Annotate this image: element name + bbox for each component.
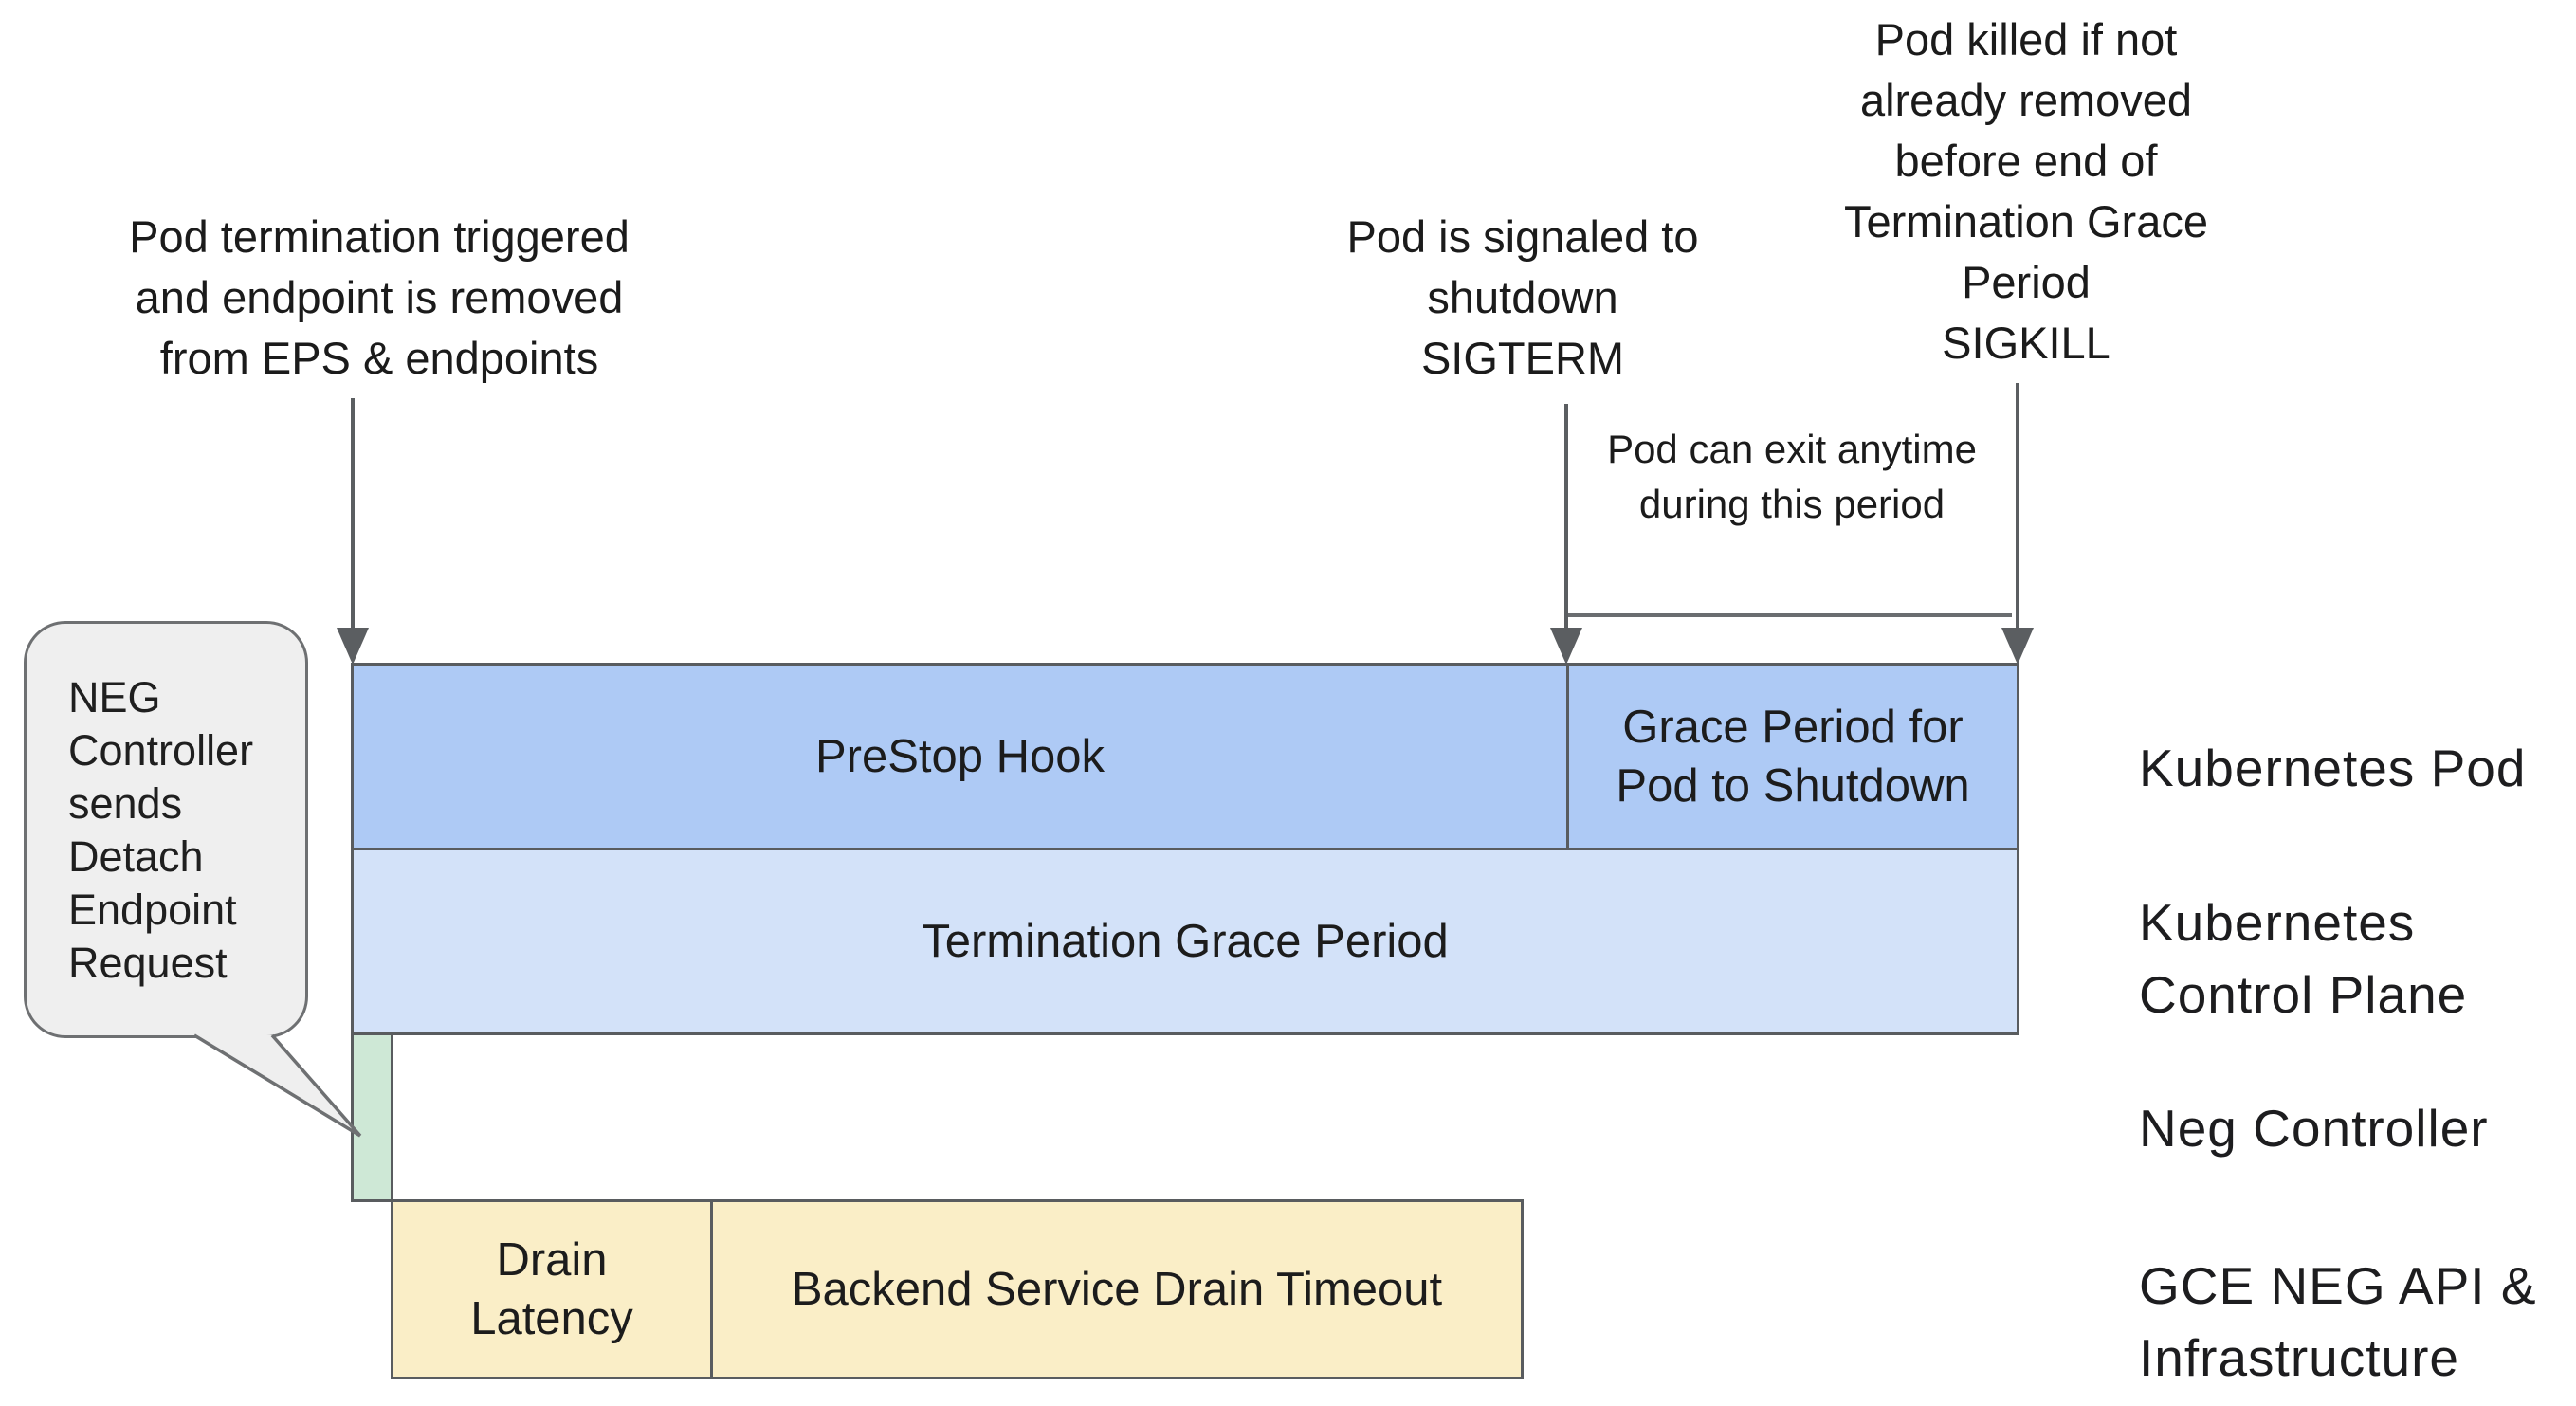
annotation-sigterm: Pod is signaled to shutdown SIGTERM xyxy=(1346,211,1699,383)
bar-backend-drain-timeout-label: Backend Service Drain Timeout xyxy=(791,1264,1443,1315)
bar-neg-detach xyxy=(351,1032,393,1202)
bar-backend-drain-timeout: Backend Service Drain Timeout xyxy=(710,1199,1524,1379)
bar-grace-period: Grace Period for Pod to Shutdown xyxy=(1566,663,2019,850)
lane-label-kubernetes-control-plane: Kubernetes Control Plane xyxy=(2139,893,2468,1024)
bar-termination-grace-period: Termination Grace Period xyxy=(351,848,2019,1035)
callout-bubble: NEG Controller sends Detach Endpoint Req… xyxy=(24,621,308,1038)
pod-termination-arrow xyxy=(337,398,369,665)
bar-grace-period-label: Grace Period for Pod to Shutdown xyxy=(1616,702,1970,812)
callout-text: NEG Controller sends Detach Endpoint Req… xyxy=(68,673,254,987)
bar-drain-latency-label: Drain Latency xyxy=(470,1234,633,1344)
lane-label-neg-controller: Neg Controller xyxy=(2139,1099,2489,1158)
bar-prestop-hook: PreStop Hook xyxy=(351,663,1569,850)
annotation-pod-termination: Pod termination triggered and endpoint i… xyxy=(129,211,630,383)
callout-tail xyxy=(193,1033,362,1138)
bar-prestop-hook-label: PreStop Hook xyxy=(814,731,1105,782)
note-pod-can-exit: Pod can exit anytime during this period xyxy=(1607,427,1977,526)
bar-drain-latency: Drain Latency xyxy=(391,1199,713,1379)
lane-label-kubernetes-pod: Kubernetes Pod xyxy=(2139,739,2527,797)
lane-label-gce-neg-api: GCE NEG API & Infrastructure xyxy=(2139,1256,2537,1387)
annotation-sigkill: Pod killed if not already removed before… xyxy=(1844,14,2208,368)
bar-termination-grace-period-label: Termination Grace Period xyxy=(922,916,1449,967)
